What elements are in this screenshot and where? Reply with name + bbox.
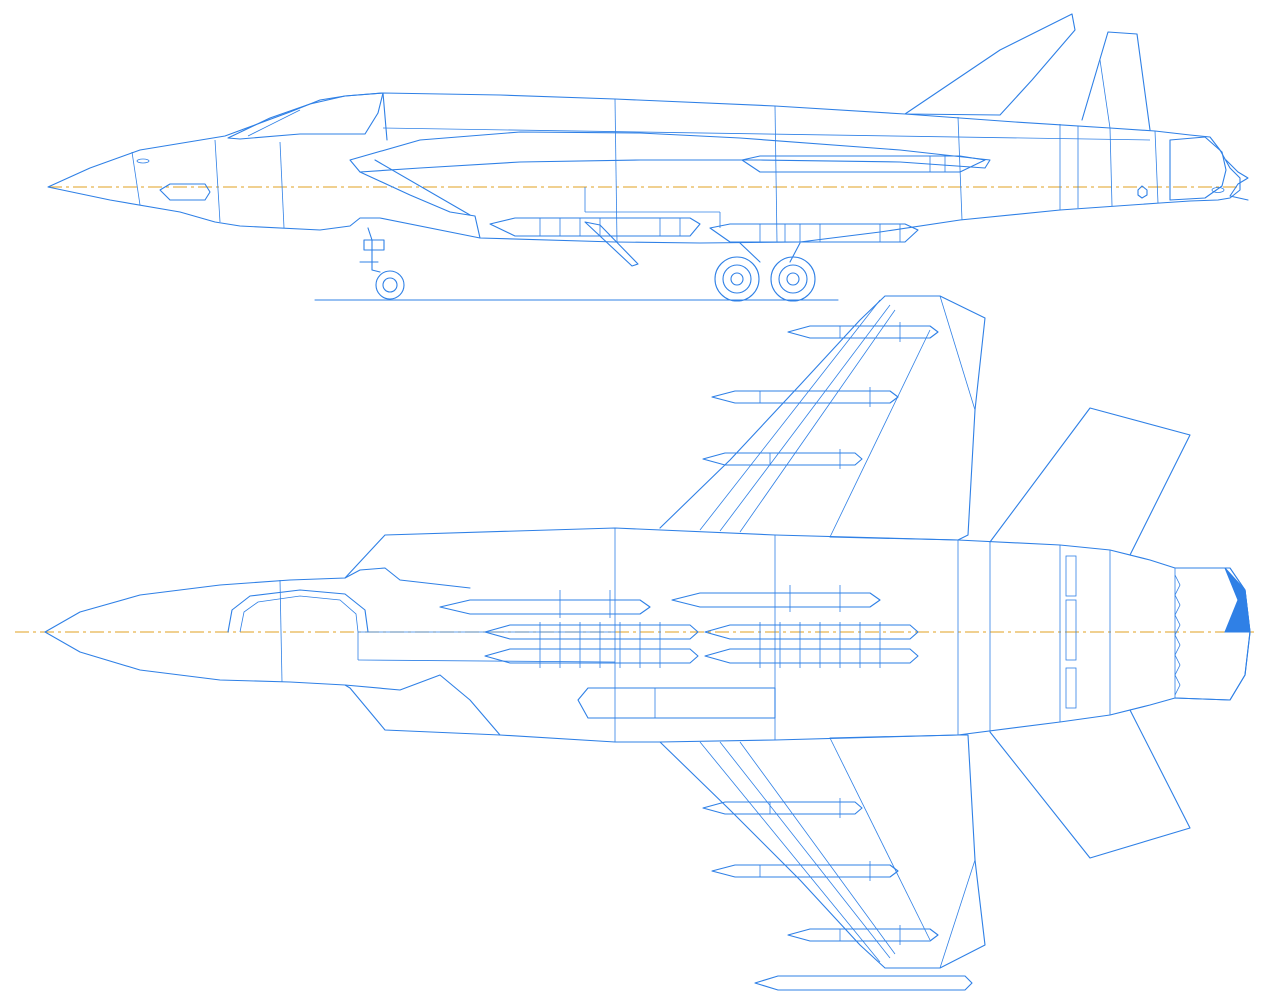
side-missile-upper [741, 155, 986, 173]
fuselage-missiles [439, 585, 919, 668]
plan-view [15, 295, 1255, 991]
fuselage-side-outline [47, 92, 1241, 244]
wing-missile-u2 [711, 390, 899, 404]
upper-wing-missiles [702, 322, 939, 469]
nozzle [1169, 136, 1227, 201]
fin-rudder-line [1099, 59, 1111, 129]
canopy-rear [382, 92, 388, 141]
fuselage-plan-outline [44, 527, 1251, 743]
nozzle-accent [1224, 567, 1251, 633]
stabilizer-upper [989, 407, 1191, 556]
nose-window [159, 183, 211, 201]
panel-line-b [774, 105, 778, 243]
wing-missile-l3 [787, 928, 939, 942]
panel-line-f [1109, 127, 1113, 207]
fuselage-missile-6 [704, 648, 919, 664]
canopy-plan-inner [239, 595, 359, 633]
wing-upper-spars [699, 295, 976, 538]
main-wheel-rear [770, 256, 816, 302]
nose-panel-3 [279, 141, 285, 229]
nose-panel-2 [214, 139, 221, 223]
stabilizer-lower [989, 709, 1191, 859]
side-missile-belly-2 [709, 223, 919, 243]
main-wheel-front [714, 256, 760, 302]
gear-door [584, 221, 639, 267]
canopy-plan [227, 589, 369, 633]
intake-plan-upper [344, 567, 471, 589]
lower-wing-missiles [702, 798, 973, 991]
side-missile-belly-1 [489, 217, 701, 237]
fuselage-missile-4 [704, 624, 919, 640]
nose-wheel [375, 270, 405, 300]
air-intake [349, 131, 991, 173]
canopy [227, 92, 384, 140]
wing-missile-l1 [702, 801, 863, 815]
intake-lip [374, 159, 471, 216]
wing-missile-u3 [702, 452, 863, 466]
wing-upper [659, 295, 986, 541]
nozzle-tip [1225, 159, 1249, 201]
fuselage-missile-3 [484, 624, 699, 640]
intake-ramp [359, 171, 481, 239]
main-landing-gear [714, 242, 816, 302]
panel-line-a [614, 98, 618, 243]
nozzle-serration [1174, 574, 1181, 696]
plan-slot-1 [1065, 555, 1077, 597]
side-missile-belly-details [539, 218, 901, 242]
spine-line [382, 127, 1151, 141]
side-view [47, 13, 1249, 302]
intake-duct-lower [357, 659, 616, 663]
fuselage-missile-5 [484, 648, 699, 664]
hex-fastener [1137, 185, 1148, 199]
panel-line-g [1154, 130, 1159, 204]
wing-missile-l4 [754, 975, 973, 991]
fuselage-missile-2 [671, 592, 881, 608]
plan-slot-2 [1065, 667, 1077, 709]
nozzle-port [1211, 187, 1225, 193]
nose-panel-1 [131, 151, 141, 206]
wing-missile-u1 [787, 325, 939, 339]
vertical-fin-right [1081, 31, 1151, 131]
nose-landing-gear [359, 227, 405, 300]
belly-pod [577, 687, 776, 719]
panel-line-c [957, 116, 963, 221]
vertical-fin-left [904, 13, 1076, 116]
fuselage-missile-1 [439, 599, 651, 615]
plan-panel-h [279, 579, 283, 683]
wing-lower-spars [699, 737, 976, 969]
plan-slot-3 [1065, 599, 1077, 661]
canopy-frame [247, 109, 301, 137]
wing-missile-l2 [711, 864, 899, 878]
intake-plan-lower [344, 674, 501, 736]
pitot-port [136, 158, 150, 164]
